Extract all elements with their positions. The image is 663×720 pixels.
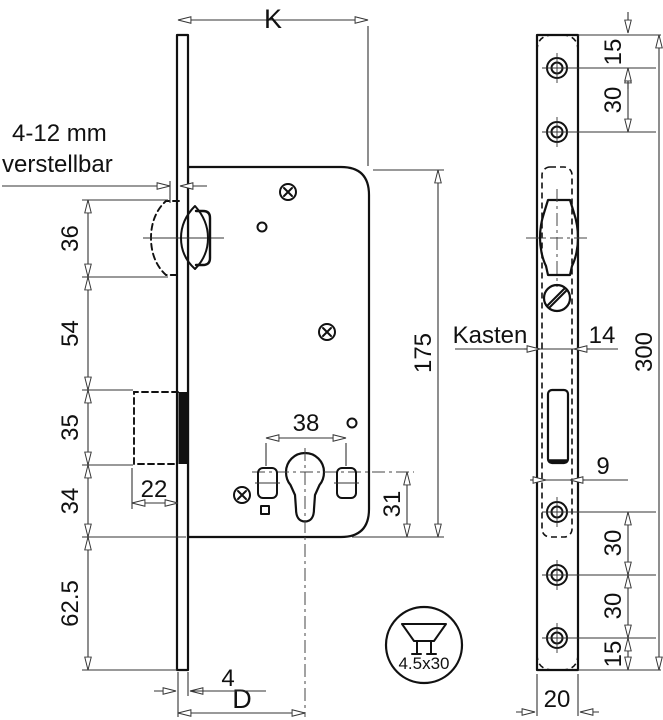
dim-label-38: 38 — [293, 410, 320, 437]
adjustable-text-line1: 4-12 mm — [12, 120, 107, 147]
small-square-hole — [260, 505, 270, 515]
dimension-4: 4 — [154, 665, 266, 696]
dim-label-k: K — [264, 4, 282, 34]
dimension-22: 22 — [131, 468, 179, 509]
corner-chamfer-dashed — [536, 653, 554, 671]
phillips-screw-icon — [318, 323, 336, 341]
dimension-leaders-right — [570, 34, 661, 671]
dim-label-31: 31 — [379, 491, 406, 518]
adjustable-text-line2: verstellbar — [2, 151, 113, 178]
countersunk-hole — [542, 560, 572, 590]
dimension-K: K — [177, 4, 369, 166]
dimension-38: 38 — [265, 410, 347, 466]
kasten-outline-dashed — [541, 166, 573, 538]
countersunk-hole — [542, 53, 572, 83]
dim-label-54: 54 — [57, 320, 84, 347]
pin-hole — [256, 221, 268, 233]
corner-chamfer-dashed — [561, 653, 579, 671]
countersunk-hole — [542, 117, 572, 147]
phillips-screw-icon — [233, 486, 251, 504]
pin-hole — [346, 417, 358, 429]
dim-label-30-top: 30 — [600, 87, 627, 114]
dimension-175: 175 — [352, 169, 444, 538]
faceplate-edge — [175, 33, 190, 672]
dimension-31: 31 — [379, 471, 411, 538]
deadbolt-side-dashed — [133, 391, 188, 465]
dim-label-175: 175 — [410, 333, 437, 373]
phillips-screw-icon — [279, 183, 297, 201]
cylinder-hole — [252, 448, 414, 717]
dim-label-300: 300 — [631, 332, 658, 372]
dim-label-9: 9 — [596, 453, 609, 480]
corner-chamfer-dashed — [536, 34, 554, 52]
faceplate-screw-holes — [542, 53, 572, 653]
lock-body-side-view — [175, 33, 371, 672]
dimension-chain-left: 36 54 35 34 62.5 — [57, 199, 186, 671]
dim-label-35: 35 — [57, 414, 84, 441]
countersunk-hole — [542, 497, 572, 527]
dimension-15-top: 15 — [600, 12, 632, 89]
screw-size-badge: 4.5x30 — [384, 605, 464, 685]
deadbolt-front-opening — [546, 388, 570, 465]
dim-label-22: 22 — [141, 476, 168, 503]
corner-chamfer-dashed — [561, 34, 579, 52]
dimension-D: D — [177, 672, 306, 717]
follower-slots — [255, 467, 359, 499]
adjustable-note: 4-12 mm verstellbar — [2, 120, 207, 203]
dimension-30-30-15-bottom: 30 30 15 — [600, 511, 632, 671]
dimension-9: 9 — [530, 453, 628, 484]
dim-label-d: D — [232, 684, 252, 714]
dim-label-30-bottom2: 30 — [600, 593, 627, 620]
dim-label-14: 14 — [589, 322, 616, 349]
dimension-20: 20 — [516, 674, 599, 716]
dim-label-62-5: 62.5 — [57, 580, 84, 627]
deadbolt-slot — [178, 392, 188, 464]
body-screws — [233, 183, 358, 515]
screw-size-label: 4.5x30 — [398, 654, 449, 673]
dimension-300: 300 — [631, 34, 663, 671]
slotted-screw-front — [542, 283, 572, 313]
latch-bolt-front — [526, 189, 589, 287]
dim-label-30-bottom1: 30 — [600, 530, 627, 557]
dim-label-36: 36 — [57, 225, 84, 252]
countersunk-hole — [542, 623, 572, 653]
dim-label-15-top: 15 — [600, 39, 627, 66]
kasten-label: Kasten — [453, 322, 528, 349]
dimension-30-top: 30 — [600, 67, 632, 133]
dimension-kasten: Kasten 14 — [453, 322, 618, 353]
dim-label-20: 20 — [544, 686, 571, 713]
countersunk-screw-icon — [401, 623, 447, 655]
dim-label-15-bottom: 15 — [600, 641, 627, 668]
dim-label-4: 4 — [221, 665, 234, 692]
dim-label-34: 34 — [57, 488, 84, 515]
latch-bolt-side — [143, 200, 224, 276]
